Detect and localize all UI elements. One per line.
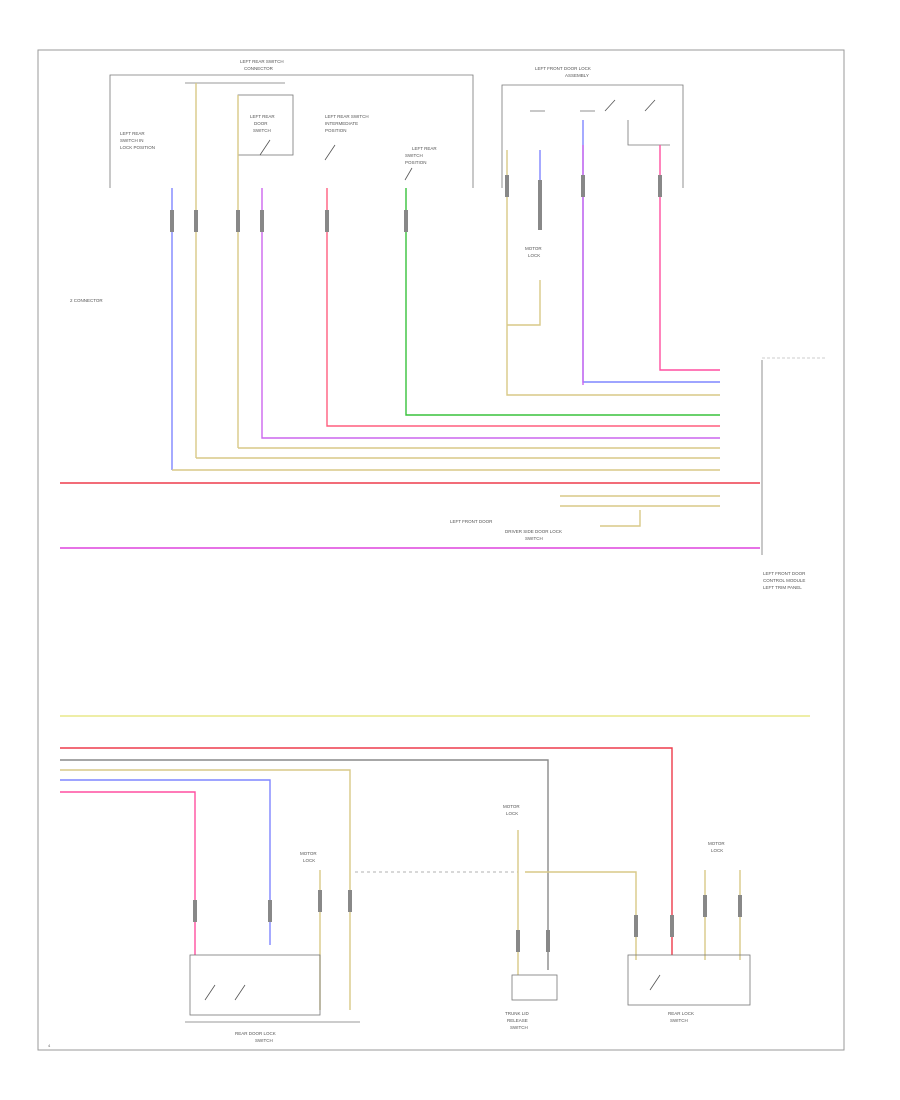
- bottom-motor-r-1: MOTOR: [708, 841, 725, 846]
- diagram-frame: [37, 49, 845, 1051]
- switch-label-4c: POSITION: [405, 160, 427, 165]
- wire-tan-right: [506, 150, 720, 396]
- switch-label-1c: LOCK POSITION: [120, 145, 155, 150]
- corner-note: 4: [48, 1043, 51, 1048]
- switch-label-3b: INTERMEDIATE: [325, 121, 358, 126]
- wire-red-bottom: [60, 747, 673, 955]
- motor-label-bottom: LOCK: [528, 253, 540, 258]
- lock-assembly-title: LEFT FRONT DOOR LOCK: [535, 66, 591, 71]
- bottom-right-2: SWITCH: [670, 1018, 688, 1023]
- bottom-wires: REAR DOOR LOCK SWITCH MOTOR LOCK TRUNK L…: [48, 715, 810, 1048]
- switch-label-4b: SWITCH: [405, 153, 423, 158]
- wire-violet: [261, 188, 720, 439]
- switch-label-2a: LEFT REAR: [250, 114, 275, 119]
- lock-assembly-subtitle: ASSEMBLY: [565, 73, 589, 78]
- motor-label-top: MOTOR: [525, 246, 542, 251]
- wire-red-right: [659, 145, 720, 371]
- middle-wires: LEFT FRONT DOOR DRIVER SIDE DOOR LOCK SW…: [60, 357, 825, 590]
- bottom-motor-r-2: LOCK: [711, 848, 723, 853]
- driver-switch-note-2: SWITCH: [525, 536, 543, 541]
- wire-gray-bottom: [60, 759, 549, 970]
- bottom-lock-label-2: SWITCH: [255, 1038, 273, 1043]
- driver-switch-note-1: DRIVER SIDE DOOR LOCK: [505, 529, 562, 534]
- bottom-motor-c-1: MOTOR: [503, 804, 520, 809]
- bottom-motor-c-2: LOCK: [506, 811, 518, 816]
- bottom-right-1: REAR LOCK: [668, 1011, 694, 1016]
- bottom-motor-l-2: LOCK: [303, 858, 315, 863]
- left-front-door-lock-assembly: LEFT FRONT DOOR LOCK ASSEMBLY MOTOR LOCK: [501, 66, 684, 258]
- wire-green: [405, 188, 720, 416]
- bottom-center-2: RELEASE: [507, 1018, 528, 1023]
- left-front-note: LEFT FRONT DOOR: [450, 519, 493, 524]
- switch-label-2b: DOOR: [254, 121, 268, 126]
- module-label-1: LEFT FRONT DOOR: [763, 571, 806, 576]
- bottom-lock-label-1: REAR DOOR LOCK: [235, 1031, 276, 1036]
- switch-label-4a: LEFT REAR: [412, 146, 437, 151]
- wire-blue-right: [582, 120, 720, 383]
- module-label-3: LEFT TRIM PANEL: [763, 585, 802, 590]
- switch-label-3c: POSITION: [325, 128, 347, 133]
- top-wires: [170, 83, 720, 471]
- wire-pink-red: [326, 188, 720, 427]
- switch-label-3a: LEFT REAR SWITCH: [325, 114, 369, 119]
- switch-block-subtitle: CONNECTOR: [244, 66, 274, 71]
- bottom-motor-l-1: MOTOR: [300, 851, 317, 856]
- switch-block-title: LEFT REAR SWITCH: [240, 59, 284, 64]
- left-rear-switch-block: LEFT REAR SWITCH CONNECTOR LEFT REAR SWI…: [109, 59, 474, 188]
- bottom-center-3: SWITCH: [510, 1025, 528, 1030]
- switch-label-1b: SWITCH IN: [120, 138, 144, 143]
- bottom-center-1: TRUNK LID: [505, 1011, 530, 1016]
- switch-label-2c: SWITCH: [253, 128, 271, 133]
- switch-label-1a: LEFT REAR: [120, 131, 145, 136]
- module-label-2: CONTROL MODULE: [763, 578, 805, 583]
- side-note: 2 CONNECTOR: [70, 298, 103, 303]
